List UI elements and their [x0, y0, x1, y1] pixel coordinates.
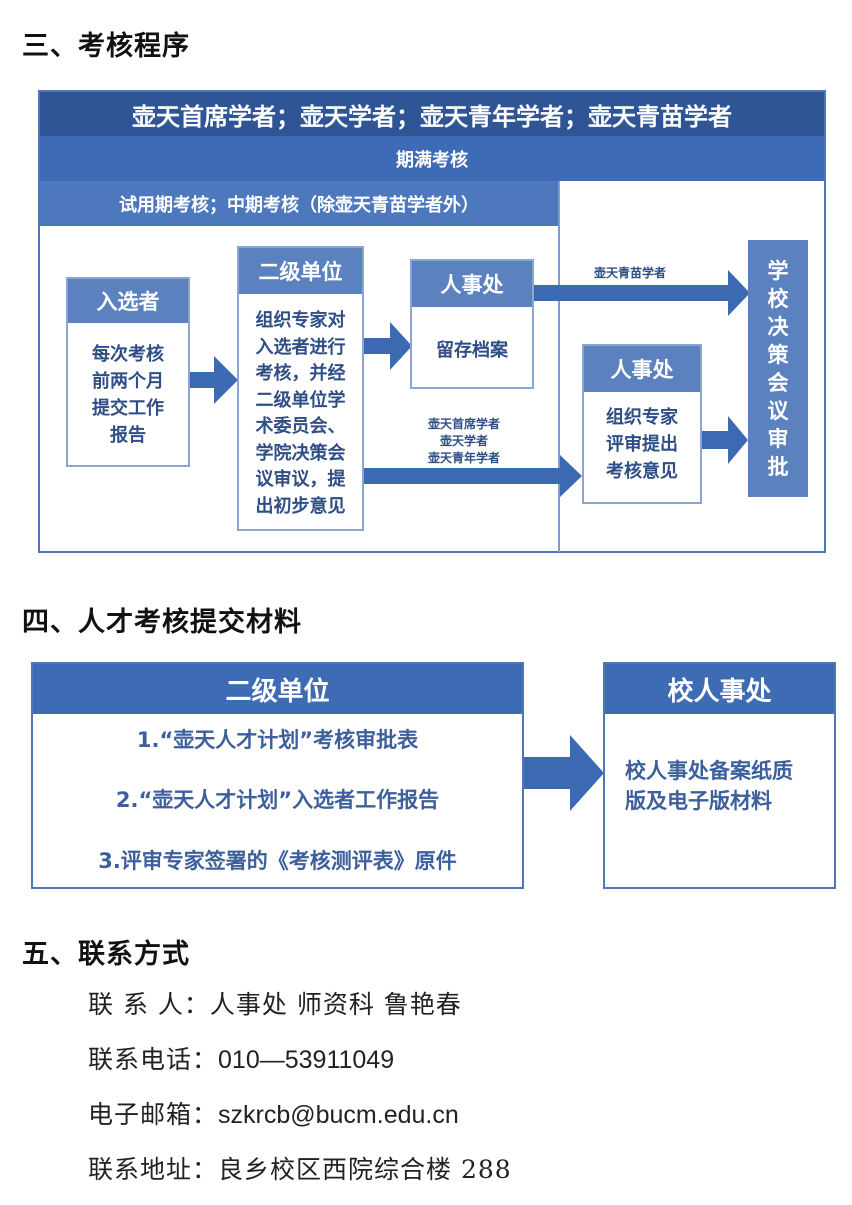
hr-archive-box: 人事处 留存档案 — [410, 259, 534, 389]
contact-email-row: 电子邮箱：szkrcb@bucm.edu.cn — [88, 1095, 459, 1131]
unit-line: 议审议，提 — [255, 469, 346, 490]
school-box-char: 批 — [767, 454, 789, 479]
unit-materials-head: 二级单位 — [33, 664, 522, 714]
school-decision-box: 学 校 决 策 会 议 审 批 — [748, 240, 808, 497]
school-box-char: 策 — [767, 342, 789, 367]
unit-line: 考核，并经 — [255, 363, 346, 384]
hr-office-body: 校人事处备案纸质 版及电子版材料 — [605, 714, 834, 816]
contact-address-label: 联系地址： — [88, 1155, 219, 1184]
candidate-box: 入选者 每次考核 前两个月 提交工作 报告 — [66, 277, 190, 467]
unit-box-head: 二级单位 — [239, 248, 362, 294]
unit-line: 组织专家对 — [255, 310, 346, 331]
material-item: 3.评审专家签署的《考核测评表》原件 — [98, 849, 457, 873]
school-box-char: 学 — [767, 258, 789, 283]
arrow-label-others: 壶天首席学者 壶天学者 壶天青年学者 — [412, 416, 516, 467]
unit-box-body: 组织专家对 入选者进行 考核，并经 二级单位学 术委员会、 学院决策会 议审议，… — [239, 294, 362, 520]
contact-email-value[interactable]: szkrcb@bucm.edu.cn — [218, 1101, 459, 1129]
hr-review-box: 人事处 组织专家 评审提出 考核意见 — [582, 344, 702, 504]
hr-archive-box-body: 留存档案 — [436, 340, 508, 361]
unit-materials-box: 二级单位 1.“壶天人才计划”考核审批表 2.“壶天人才计划”入选者工作报告 3… — [31, 662, 524, 889]
contact-address-row: 联系地址：良乡校区西院综合楼 288 — [88, 1150, 512, 1186]
arrow-candidate-to-unit — [190, 356, 238, 404]
scholar-types-header: 壶天首席学者；壶天学者；壶天青年学者；壶天青苗学者 — [40, 92, 824, 136]
unit-line: 术委员会、 — [255, 416, 346, 437]
candidate-line: 提交工作 — [92, 398, 164, 419]
contact-phone-label: 联系电话： — [88, 1045, 219, 1074]
arrow-label-seedling: 壶天青苗学者 — [593, 266, 666, 280]
section4-title: 四、人才考核提交材料 — [22, 607, 302, 638]
school-box-char: 审 — [767, 426, 789, 451]
contact-address-value: 良乡校区西院综合楼 288 — [218, 1155, 512, 1184]
hr-office-line: 版及电子版材料 — [625, 789, 772, 813]
contact-person-value: 人事处 师资科 鲁艳春 — [209, 990, 462, 1019]
hr-review-box-body: 组织专家 评审提出 考核意见 — [584, 392, 700, 485]
hr-archive-box-head: 人事处 — [412, 261, 532, 307]
hr-office-line: 校人事处备案纸质 — [625, 759, 793, 783]
contact-person-row: 联 系 人：人事处 师资科 鲁艳春 — [88, 985, 462, 1021]
final-assessment-header: 期满考核 — [40, 136, 824, 181]
arrow-unit-to-hr-archive — [364, 322, 412, 370]
candidate-box-head: 入选者 — [68, 279, 188, 323]
candidate-box-body: 每次考核 前两个月 提交工作 报告 — [68, 323, 188, 449]
section5-title: 五、联系方式 — [22, 939, 190, 970]
contact-email-label: 电子邮箱： — [88, 1100, 219, 1129]
candidate-line: 每次考核 — [92, 344, 164, 365]
probation-midterm-header: 试用期考核；中期考核（除壶天青苗学者外） — [40, 181, 558, 226]
arrow-unit-to-hr-review — [364, 455, 582, 497]
arrow-hr-to-school-seedling — [534, 270, 750, 316]
hr-office-head: 校人事处 — [605, 664, 834, 714]
hr-office-box: 校人事处 校人事处备案纸质 版及电子版材料 — [603, 662, 836, 889]
hr-review-line: 评审提出 — [606, 434, 678, 455]
contact-phone-value: 010—53911049 — [218, 1046, 395, 1074]
hr-review-line: 考核意见 — [606, 461, 678, 482]
arrow-label-line: 壶天学者 — [439, 434, 488, 448]
hr-review-line: 组织专家 — [606, 407, 678, 428]
school-box-char: 议 — [767, 398, 789, 423]
arrow-label-line: 壶天青年学者 — [427, 451, 500, 465]
contact-phone-row: 联系电话：010—53911049 — [88, 1040, 394, 1076]
unit-line: 出初步意见 — [255, 495, 346, 517]
material-item: 2.“壶天人才计划”入选者工作报告 — [115, 788, 440, 812]
section3-title: 三、考核程序 — [22, 31, 190, 62]
material-item: 1.“壶天人才计划”考核审批表 — [136, 728, 419, 752]
school-box-char: 校 — [767, 286, 789, 311]
school-box-char: 决 — [767, 314, 789, 339]
candidate-line: 前两个月 — [92, 371, 164, 392]
contact-person-label: 联 系 人： — [88, 990, 210, 1019]
hr-review-box-head: 人事处 — [584, 346, 700, 392]
unit-line: 二级单位学 — [255, 389, 346, 411]
school-box-char: 会 — [767, 370, 789, 395]
unit-line: 学院决策会 — [255, 442, 346, 464]
arrow-unit-to-hr-office — [524, 735, 604, 811]
arrow-hr-review-to-school — [702, 416, 748, 464]
arrow-label-line: 壶天首席学者 — [427, 417, 500, 431]
candidate-line: 报告 — [110, 425, 146, 446]
column-divider — [558, 181, 560, 552]
unit-box: 二级单位 组织专家对 入选者进行 考核，并经 二级单位学 术委员会、 学院决策会… — [237, 246, 364, 531]
unit-line: 入选者进行 — [255, 336, 346, 358]
